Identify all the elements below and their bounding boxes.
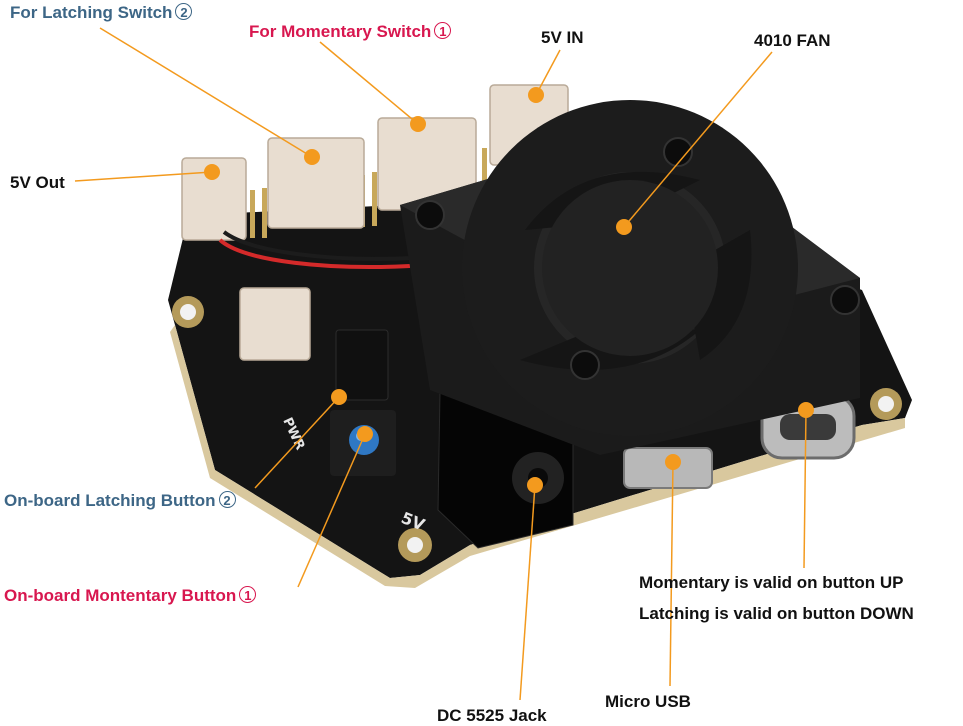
number-badge: 2 bbox=[218, 491, 236, 508]
label-dc-jack: DC 5525 Jack bbox=[437, 706, 547, 725]
latching-button-housing bbox=[335, 329, 389, 401]
number-badge: 2 bbox=[175, 3, 193, 20]
number-badge: 1 bbox=[434, 22, 452, 39]
number-badge: 1 bbox=[239, 586, 257, 603]
label-micro-usb: Micro USB bbox=[605, 692, 691, 711]
jst-connectors bbox=[181, 84, 569, 361]
fan-wires bbox=[218, 230, 413, 269]
note-momentary: Momentary is valid on button UP bbox=[639, 573, 904, 592]
note-latching: Latching is valid on button DOWN bbox=[639, 604, 914, 623]
label-5v-out: 5V Out bbox=[10, 173, 65, 192]
label-fan: 4010 FAN bbox=[754, 31, 831, 50]
label-5v-in: 5V IN bbox=[541, 28, 584, 47]
connector-latching bbox=[267, 137, 365, 229]
micro-usb-port bbox=[623, 447, 713, 489]
connector-fan bbox=[239, 287, 311, 361]
connector-5v-out bbox=[181, 157, 247, 241]
momentary-button bbox=[330, 410, 396, 476]
